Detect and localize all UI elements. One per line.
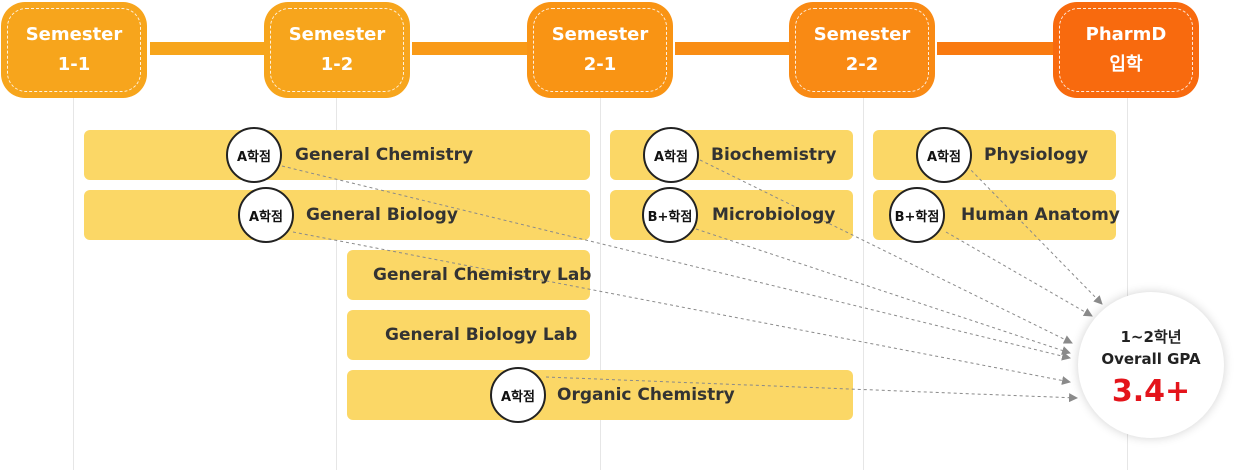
timeline-connector	[937, 42, 1055, 55]
timeline-connector	[675, 42, 793, 55]
semester-number: 1-1	[57, 54, 91, 75]
grade-badge: A학점	[916, 127, 972, 183]
grade-badge: B+학점	[889, 187, 945, 243]
course-label: General Chemistry Lab	[373, 265, 592, 285]
semester-node-1-1: Semester 1-1	[1, 2, 147, 98]
arrow-microbiology	[695, 228, 1071, 355]
course-bar-general-chemistry-lab	[347, 250, 590, 300]
course-label: General Chemistry	[295, 145, 474, 165]
semester-number: 2-1	[583, 54, 617, 75]
arrow-biochemistry	[699, 159, 1073, 344]
column-divider	[336, 50, 337, 470]
semester-number: 2-2	[845, 54, 879, 75]
grade-badge: A학점	[643, 127, 699, 183]
course-label: Physiology	[984, 145, 1089, 165]
course-bar-general-biology-lab	[347, 310, 590, 360]
semester-number: 1-2	[320, 54, 354, 75]
gpa-circle: 1~2학년 Overall GPA 3.4+	[1078, 292, 1224, 438]
course-label: Human Anatomy	[961, 205, 1120, 225]
timeline-connector	[150, 42, 266, 55]
course-bar-general-biology	[84, 190, 590, 240]
semester-node-2-2: Semester 2-2	[789, 2, 935, 98]
column-divider	[863, 50, 864, 470]
arrow-human-anatomy	[945, 231, 1093, 317]
course-label: Biochemistry	[711, 145, 837, 165]
course-bar-organic-chemistry	[347, 370, 853, 420]
course-label: Microbiology	[712, 205, 836, 225]
pharmd-node: PharmD 입학	[1053, 2, 1199, 98]
grade-badge: A학점	[238, 187, 294, 243]
course-label: Organic Chemistry	[557, 385, 735, 405]
semester-title: Semester	[25, 24, 123, 45]
course-bar-physiology	[873, 130, 1116, 180]
semester-title: Semester	[813, 24, 911, 45]
semester-title: Semester	[288, 24, 386, 45]
grade-badge: A학점	[226, 127, 282, 183]
course-bar-general-chemistry	[84, 130, 590, 180]
gpa-years-label: 1~2학년	[1120, 328, 1182, 346]
semester-title: PharmD	[1085, 24, 1167, 45]
column-divider	[1127, 50, 1128, 470]
column-divider	[73, 50, 74, 470]
grade-badge: A학점	[490, 367, 546, 423]
course-label: General Biology	[306, 205, 458, 225]
arrow-general-biology	[292, 231, 1071, 385]
timeline-connector	[412, 42, 530, 55]
gpa-title: Overall GPA	[1101, 350, 1201, 368]
column-divider	[600, 50, 601, 470]
grade-badge: B+학점	[642, 187, 698, 243]
semester-title: Semester	[551, 24, 649, 45]
semester-number: 입학	[1109, 54, 1143, 75]
semester-node-1-2: Semester 1-2	[264, 2, 410, 98]
gpa-value: 3.4+	[1111, 374, 1191, 409]
arrow-organic-chemistry	[545, 376, 1078, 403]
course-label: General Biology Lab	[385, 325, 578, 345]
semester-node-2-1: Semester 2-1	[527, 2, 673, 98]
arrow-physiology	[966, 165, 1103, 305]
